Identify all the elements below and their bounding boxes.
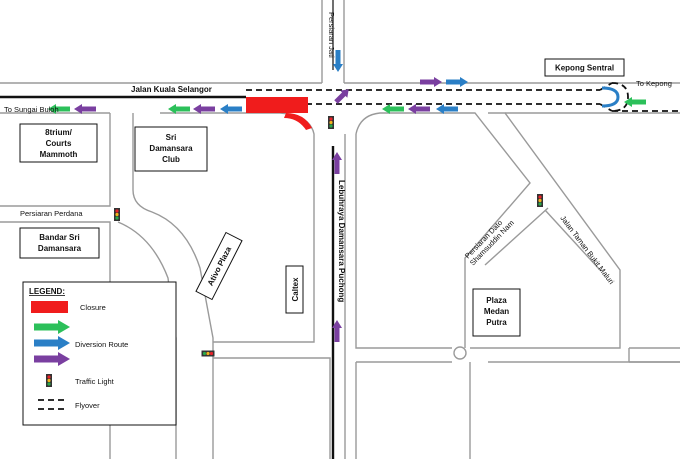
legend-purple-arrow [34,352,70,366]
traffic-light-icon [46,374,52,387]
traffic-light-icon [114,208,120,221]
kepong-sentral-box [544,58,625,77]
legend-closure-label: Closure [80,303,106,312]
traffic-light-icon [537,194,543,207]
diversion-arrows [48,50,646,342]
sri-damansara-label-3: Club [162,155,180,164]
main-road-lines [0,0,335,459]
plaza-label-2: Medan [484,307,509,316]
btrium-label-2: Courts [46,139,72,148]
direction-east: To Kepong [636,79,672,88]
flyover-purple-arrow [420,77,442,87]
closure-area [246,97,312,130]
bandar-label-2: Damansara [38,244,82,253]
flyover-blue-arrow [446,77,468,87]
ativo-plaza-box: Ativo Plaza [195,231,243,301]
caltex-box: Caltex [285,265,304,314]
bandar-box [19,227,100,259]
btrium-label-1: 8trium/ [45,128,72,137]
legend-title: LEGEND: [29,287,65,296]
places: Kepong Sentral 8trium/ Courts Mammoth Sr… [19,58,625,337]
legend-flyover-dashes [38,399,64,410]
bandar-label-1: Bandar Sri [39,233,79,242]
traffic-light-icon [201,350,215,357]
caltex-label: Caltex [291,277,300,302]
traffic-light-icon [328,116,334,129]
kepong-sentral-label: Kepong Sentral [555,64,614,73]
flyover-u-turn [601,86,620,108]
sri-damansara-label-2: Damansara [149,144,193,153]
legend-green-arrow [34,320,70,334]
btrium-box [19,123,98,163]
plaza-box [472,288,521,337]
road-label-main: Jalan Kuala Selangor [131,85,212,94]
legend-closure-swatch [31,301,68,313]
btrium-label-3: Mammoth [40,150,78,159]
road-label-north: Persiaran Jati [327,12,336,58]
direction-west: To Sungai Buloh [4,105,59,114]
legend-blue-arrow [34,336,70,350]
sri-damansara-label-1: Sri [166,133,177,142]
road-label-southbound: Lebuhraya Damansara Puchong [337,180,346,302]
traffic-lights [114,116,543,357]
junction-purple-arrow [334,89,349,104]
flyover [246,82,680,112]
legend-traffic-label: Traffic Light [75,377,115,386]
plaza-label-1: Plaza [486,296,507,305]
legend-diversion-label: Diversion Route [75,340,128,349]
plaza-label-3: Putra [486,318,507,327]
legend: LEGEND: Closure Diversion Route Traffic … [22,281,177,426]
legend-flyover-label: Flyover [75,401,100,410]
road-label-west-street: Persiaran Perdana [20,209,83,218]
sri-damansara-box [134,126,208,172]
